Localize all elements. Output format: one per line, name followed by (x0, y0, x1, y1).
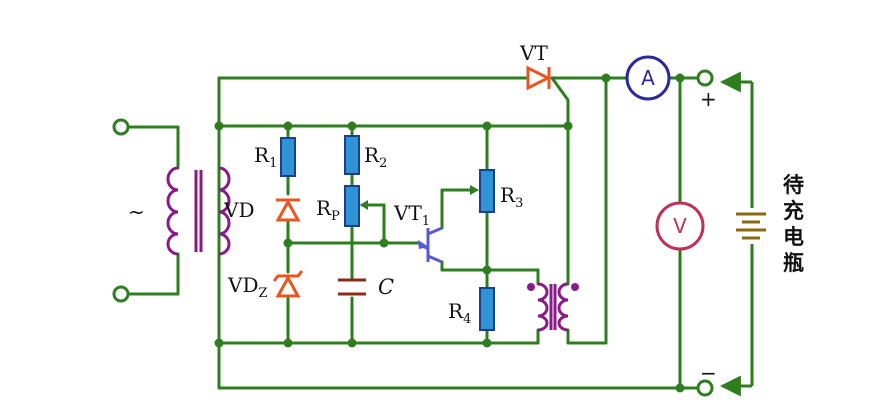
capacitor-label: C (378, 275, 394, 299)
pulse-transformer (537, 282, 569, 332)
pulse-transformer-dot-right (571, 283, 579, 291)
resistor-r4 (479, 287, 495, 331)
input-transformer (166, 166, 231, 256)
minus-label: − (700, 361, 717, 385)
battery-symbol (736, 212, 766, 240)
vd-label: VD (223, 198, 254, 222)
vt1-label: VT1 (393, 201, 430, 229)
r1-label: R1 (254, 143, 277, 171)
capacitor-c (338, 278, 366, 296)
battery-label: 待 充 电 瓶 (783, 173, 804, 275)
thyristor-vt (526, 65, 552, 91)
rp-label: RP (316, 196, 340, 224)
voltmeter: V (655, 201, 705, 251)
vt-label: VT (519, 41, 548, 65)
resistor-r3 (470, 169, 495, 213)
pulse-transformer-dot-left (527, 283, 535, 291)
ammeter-label: A (641, 66, 655, 90)
battery-char-2: 充 (783, 199, 804, 223)
junction-dots (214, 73, 685, 393)
resistor-r2 (344, 135, 360, 175)
ammeter: A (625, 55, 671, 101)
diode-vd (275, 198, 301, 222)
battery-char-3: 电 (783, 225, 804, 249)
r3-label: R3 (500, 183, 523, 211)
plus-label: + (700, 87, 717, 111)
r4-label: R4 (448, 299, 471, 327)
ac-symbol-label: ~ (128, 200, 145, 224)
vdz-label: VDZ (227, 273, 268, 301)
battery-char-4: 瓶 (783, 251, 804, 275)
battery-leads (719, 71, 754, 397)
output-terminals (696, 69, 714, 397)
zener-diode-vdz (272, 270, 304, 298)
potentiometer-rp (344, 185, 368, 227)
r2-label: R2 (364, 143, 387, 171)
ac-input-terminals (112, 118, 130, 303)
battery-char-1: 待 (783, 173, 804, 197)
voltmeter-label: V (673, 214, 687, 238)
vt1-arrow-icon (418, 240, 429, 249)
wires (126, 76, 699, 390)
resistor-r1 (280, 137, 296, 177)
